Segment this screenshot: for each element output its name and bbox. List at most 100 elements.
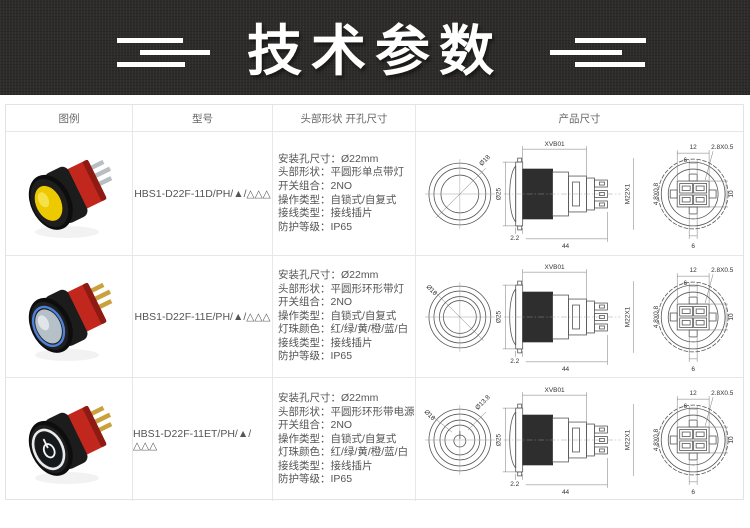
side-view: Ø25 XVB01 M22X1 2.2 44 (496, 387, 634, 495)
spec-line: 操作类型：自锁式/自复式 (278, 432, 397, 445)
dim-thread: M22X1 (624, 306, 631, 327)
dim-length: 44 (562, 242, 570, 249)
dim-front-dia2: Ø13.8 (474, 393, 492, 411)
specs-cell-row3: 安装孔尺寸：Ø22mm头部形状：平圆形环形带电源符号开关组合：2NO操作类型：自… (273, 378, 416, 501)
spec-line: 操作类型：自锁式/自复式 (278, 309, 397, 322)
drawing-cell-row2: Ø18 Ø25 XVB01 M22X1 (416, 256, 743, 378)
dim-thread: M22X1 (624, 183, 631, 204)
header-model: 型号 (133, 105, 273, 132)
shadow (35, 471, 99, 484)
spec-line: 操作类型：自锁式/自复式 (278, 193, 397, 206)
dim-rear-width: 12 (690, 144, 698, 151)
button-3d (28, 405, 113, 476)
spec-line: 安装孔尺寸：Ø22mm (278, 391, 379, 404)
spec-line: 开关组合：2NO (278, 419, 353, 432)
product-photo-row2 (6, 256, 133, 378)
spec-line: 接线类型：接线插片 (278, 336, 373, 349)
technical-drawing-row2: Ø18 Ø25 XVB01 M22X1 (425, 264, 735, 373)
dim-terminal2: 4.8X0.8 (653, 182, 660, 205)
spec-line: 开关组合：2NO (278, 179, 353, 192)
header-head-shape: 头部形状 开孔尺寸 (273, 105, 416, 132)
model-cell-row2: HBS1-D22F-11E/PH/▲/△△△ (133, 256, 273, 378)
dim-body-dia: Ø25 (496, 433, 503, 446)
dim-front-dia: Ø18 (425, 283, 439, 297)
dim-rear-width: 12 (690, 390, 698, 397)
spec-line: 头部形状：平圆形环形带电源符号 (278, 405, 415, 418)
dim-top-label: XVB01 (545, 264, 566, 271)
model-number: HBS1-D22F-11D/PH/▲/△△△ (134, 187, 271, 200)
dim-body-dia: Ø25 (496, 310, 503, 323)
dim-rear-gap: 6 (684, 403, 688, 410)
model-number: HBS1-D22F-11ET/PH/▲/△△△ (133, 427, 252, 452)
dim-terminal: 2.8X0.5 (711, 267, 734, 274)
drawing-cell-row1: Ø18 Ø25 XVB01 M22X1 (416, 132, 743, 256)
product-photo-row3 (6, 378, 133, 501)
model-cell-row1: HBS1-D22F-11D/PH/▲/△△△ (133, 132, 273, 256)
rear-view: 12 6 2.8X0.5 4.8X0.8 10 6 (653, 144, 735, 250)
button-3d (28, 282, 113, 353)
title-banner: 技术参数 (0, 0, 750, 95)
shadow (35, 225, 99, 238)
technical-drawing-row3: Ø18 Ø13.8 Ø25 XVB01 (423, 387, 735, 496)
dim-terminal2: 4.8X0.8 (653, 428, 660, 451)
dim-rear-side: 10 (728, 313, 735, 321)
spec-line: 灯珠颜色：红/绿/黄/橙/蓝/白 (278, 323, 409, 336)
drawing-cell-row3: Ø18 Ø13.8 Ø25 XVB01 (416, 378, 743, 501)
button-3d (28, 159, 113, 230)
front-view: Ø18 (424, 153, 495, 229)
dim-terminal2: 4.8X0.8 (653, 305, 660, 328)
dim-front-dia: Ø18 (478, 153, 492, 167)
deco-bar (117, 38, 183, 43)
dim-rear-gap: 6 (684, 280, 688, 287)
deco-bar (575, 62, 645, 67)
spec-line: 头部形状：平圆形环形带灯 (278, 282, 404, 295)
dim-top-label: XVB01 (545, 387, 566, 394)
dim-length: 44 (562, 488, 570, 495)
dim-flange: 2.2 (510, 357, 519, 364)
spec-line: 头部形状：平圆形单点带灯 (278, 166, 404, 179)
page-title: 技术参数 (246, 20, 504, 82)
dim-terminal: 2.8X0.5 (711, 144, 734, 151)
rear-view: 12 6 2.8X0.5 4.8X0.8 10 6 (653, 267, 735, 373)
dim-length: 44 (562, 365, 570, 372)
spec-line: 开关组合：2NO (278, 296, 353, 309)
deco-bar (575, 38, 646, 43)
spec-line: 防护等级：IP65 (278, 473, 353, 486)
dim-top-label: XVB01 (545, 141, 566, 148)
spec-line: 防护等级：IP65 (278, 220, 353, 233)
spec-line: 防护等级：IP65 (278, 350, 353, 363)
dim-terminal: 2.8X0.5 (711, 390, 734, 397)
spec-line: 安装孔尺寸：Ø22mm (278, 152, 379, 165)
spec-line: 接线类型：接线插片 (278, 459, 373, 472)
side-view: Ø25 XVB01 M22X1 2.2 44 (496, 264, 634, 372)
dim-rear-side: 10 (728, 190, 735, 198)
dim-rear-bottom: 6 (691, 242, 695, 249)
deco-bar (140, 50, 210, 55)
dim-rear-width: 12 (690, 267, 698, 274)
spec-line: 灯珠颜色：红/绿/黄/橙/蓝/白 (278, 446, 409, 459)
deco-bar (117, 62, 185, 67)
banner-lines-left-icon (117, 38, 213, 69)
front-view: Ø18 Ø13.8 (423, 393, 495, 475)
header-legend: 图例 (6, 105, 133, 132)
rear-view: 12 6 2.8X0.5 4.8X0.8 10 6 (653, 390, 735, 496)
model-number: HBS1-D22F-11E/PH/▲/△△△ (134, 310, 271, 323)
push-button-image-power (28, 405, 113, 484)
push-button-image-yellow (28, 159, 113, 238)
spec-line: 安装孔尺寸：Ø22mm (278, 268, 379, 281)
side-view: Ø25 XVB01 M22X1 2.2 44 (496, 141, 634, 249)
power-symbol-icon (42, 438, 56, 458)
front-view: Ø18 (425, 281, 495, 352)
dim-flange: 2.2 (510, 480, 519, 487)
header-product-size: 产品尺寸 (416, 105, 743, 132)
dim-thread: M22X1 (624, 429, 631, 450)
dim-rear-bottom: 6 (691, 488, 695, 495)
dim-rear-side: 10 (728, 436, 735, 444)
dim-front-dia: Ø18 (423, 408, 437, 422)
spec-table: 图例 型号 头部形状 开孔尺寸 产品尺寸 (5, 104, 744, 501)
banner-lines-right-icon (550, 38, 646, 69)
spec-line: 接线类型：接线插片 (278, 207, 373, 220)
shadow (35, 348, 99, 361)
dim-rear-gap: 6 (684, 157, 688, 164)
